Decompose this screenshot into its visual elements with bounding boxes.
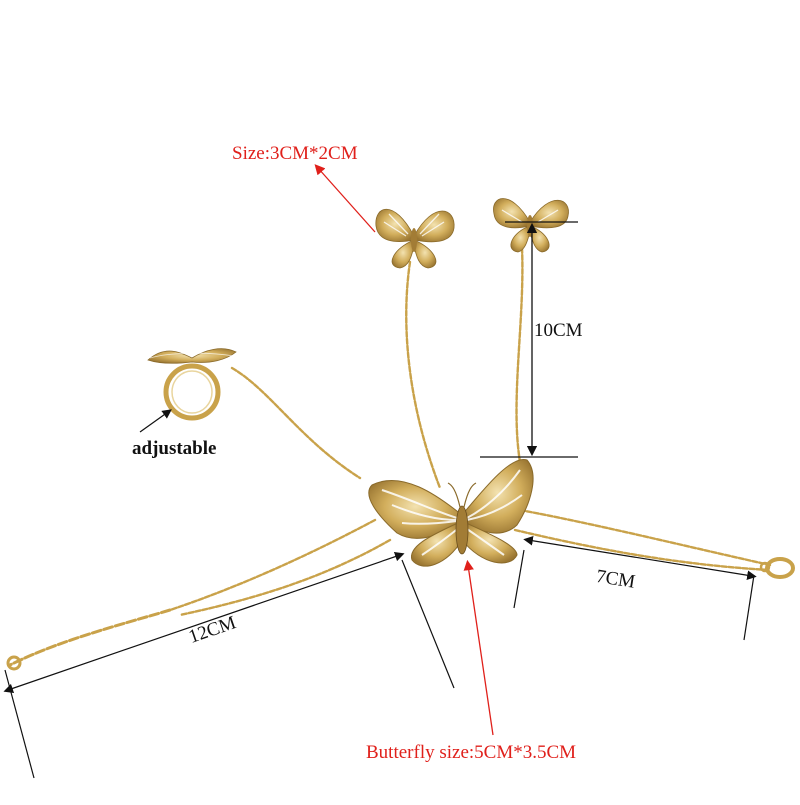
chains [8,246,772,667]
bracelet-length-dimension [3,552,455,779]
adjustable-pointer [139,409,172,433]
butterfly-size-label: Butterfly size:5CM*3.5CM [366,742,577,763]
extender-length-dimension [513,536,757,641]
ring-size-label: Size:3CM*2CM [232,143,358,164]
ring-chain [230,366,362,480]
bracelet-chain-left-upper [168,518,377,612]
main-butterfly [368,459,534,567]
lobster-clasp [759,557,795,579]
extender-chain [8,608,172,667]
ring-size-pointer [314,164,376,233]
finger-chain-1 [405,260,442,490]
bracelet-chain-left-lower [178,538,392,617]
butterfly-size-pointer [463,559,494,736]
adjustable-ring [147,348,237,421]
chain-length-dimension [480,221,578,458]
chain-length-label: 10CM [534,320,583,341]
finger-chain-2 [515,246,524,464]
finger-butterfly-1 [375,208,455,269]
adjustable-label: adjustable [132,438,217,459]
finger-butterfly-2 [493,198,569,253]
